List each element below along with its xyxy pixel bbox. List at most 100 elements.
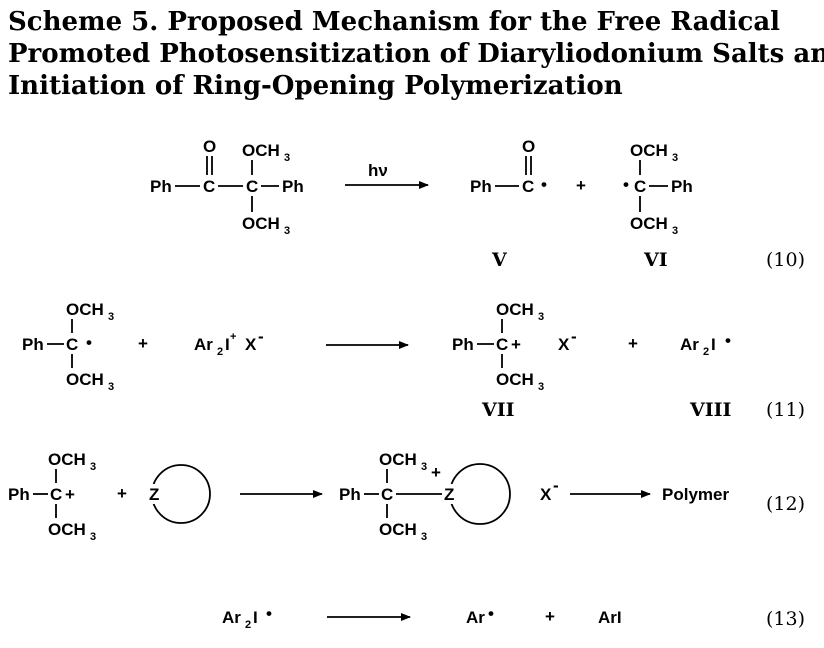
svg-text:3: 3 (284, 225, 290, 237)
reaction-12: Ph C OCH 3 OCH 3 + + Z Ph C OCH 3 + (8, 450, 805, 543)
cyclic-monomer: Z (148, 464, 211, 524)
compound-label-v: V (491, 249, 508, 271)
methoxy-top: OCH (496, 300, 534, 319)
svg-text:3: 3 (284, 152, 290, 164)
cation-charge: + (65, 485, 75, 504)
ph-label: Ph (339, 485, 361, 504)
ph-label: Ph (671, 177, 693, 196)
aryl-radical: Ar • (466, 604, 494, 627)
dimethoxybenzyl-cation: Ph C OCH 3 OCH 3 + (8, 450, 96, 543)
diaryliodine-radical: Ar 2 I • (222, 604, 272, 631)
carbonyl-oxygen: O (522, 137, 535, 156)
svg-text:I: I (711, 335, 716, 354)
svg-text:3: 3 (108, 381, 114, 393)
radical-dot: • (266, 604, 272, 623)
svg-text:-: - (553, 476, 559, 495)
plus-sign: + (138, 334, 148, 353)
methoxy-bottom: OCH (66, 370, 104, 389)
heteroatom-z: Z (444, 485, 454, 504)
counter-anion: X (540, 485, 552, 504)
carbonyl-carbon: C (522, 177, 534, 196)
equation-number-13: (13) (766, 608, 805, 630)
radical-dot: • (86, 333, 92, 352)
central-carbon: C (66, 335, 78, 354)
title-line-1: Scheme 5. Proposed Mechanism for the Fre… (8, 7, 781, 37)
plus-sign: + (628, 334, 638, 353)
equation-number-12: (12) (766, 493, 805, 515)
cation-charge: + (511, 335, 521, 354)
svg-text:I: I (253, 608, 258, 627)
acetal-carbon: C (246, 177, 258, 196)
radical-dot: • (725, 331, 731, 350)
central-carbon: C (381, 485, 393, 504)
methoxy-bottom: OCH (630, 214, 668, 233)
svg-text:2: 2 (703, 346, 709, 358)
ph-label: Ph (22, 335, 44, 354)
title-line-2: Promoted Photosensitization of Diaryliod… (8, 39, 824, 69)
oxonium-adduct: Ph C OCH 3 + OCH 3 Z (339, 450, 511, 543)
svg-text:-: - (571, 327, 577, 346)
svg-text:3: 3 (672, 225, 678, 237)
title-line-3: Initiation of Ring-Opening Polymerizatio… (8, 71, 623, 101)
methoxy-bottom: OCH (379, 520, 417, 539)
svg-text:X: X (245, 335, 257, 354)
reaction-10: Ph C O C OCH 3 OCH 3 Ph hν Ph C O • (150, 137, 805, 271)
benzoyl-radical: Ph C O • (470, 137, 547, 196)
svg-text:2: 2 (217, 346, 223, 358)
central-carbon: C (634, 177, 646, 196)
carbonyl-oxygen: O (203, 137, 216, 156)
scheme-title: Scheme 5. Proposed Mechanism for the Fre… (8, 6, 824, 102)
equation-number-10: (10) (766, 249, 805, 271)
ph-label: Ph (8, 485, 30, 504)
diaryliodine-radical: Ar 2 I • (680, 331, 731, 358)
plus-sign: + (576, 176, 586, 195)
polymer-label: Polymer (662, 485, 729, 504)
dimethoxybenzyl-radical: Ph C OCH 3 OCH 3 • (22, 300, 114, 393)
ph-label: Ph (470, 177, 492, 196)
benzoin-dimethyl-ether: Ph C O C OCH 3 OCH 3 Ph (150, 137, 304, 237)
svg-text:3: 3 (421, 531, 427, 543)
methoxy-bottom: OCH (48, 520, 86, 539)
aryl-iodide: ArI (598, 608, 622, 627)
central-carbon: C (496, 335, 508, 354)
onium-charge: + (431, 463, 441, 482)
svg-text:3: 3 (672, 152, 678, 164)
svg-text:3: 3 (90, 461, 96, 473)
svg-text:2: 2 (245, 619, 251, 631)
ph-label: Ph (150, 177, 172, 196)
svg-text:3: 3 (421, 461, 427, 473)
methoxy-bottom: OCH (242, 214, 280, 233)
svg-text:3: 3 (538, 381, 544, 393)
dimethoxybenzyl-radical: • C OCH 3 OCH 3 Ph (623, 141, 693, 237)
methoxy-bottom: OCH (496, 370, 534, 389)
equation-number-11: (11) (766, 399, 805, 421)
methoxy-top: OCH (630, 141, 668, 160)
svg-text:3: 3 (90, 531, 96, 543)
counter-anion: X (558, 335, 570, 354)
svg-text:Ar: Ar (466, 608, 485, 627)
plus-sign: + (117, 484, 127, 503)
diaryliodonium-salt: Ar 2 I + X - (194, 327, 264, 358)
reaction-13: Ar 2 I • Ar • + ArI (13) (222, 604, 805, 631)
dimethoxybenzyl-cation: Ph C OCH 3 OCH 3 + (452, 300, 544, 393)
compound-label-vii: VII (481, 399, 515, 421)
compound-label-viii: VIII (689, 399, 732, 421)
ph-label: Ph (452, 335, 474, 354)
svg-text:3: 3 (108, 311, 114, 323)
svg-text:I: I (225, 335, 230, 354)
methoxy-top: OCH (242, 141, 280, 160)
radical-dot: • (623, 175, 629, 194)
svg-text:-: - (258, 327, 264, 346)
methoxy-top: OCH (379, 450, 417, 469)
methoxy-top: OCH (48, 450, 86, 469)
ph-label: Ph (282, 177, 304, 196)
hv-label: hν (368, 161, 388, 180)
plus-sign: + (545, 607, 555, 626)
ring-outline (449, 463, 511, 525)
svg-text:3: 3 (538, 311, 544, 323)
radical-dot: • (541, 175, 547, 194)
heteroatom-z: Z (149, 485, 159, 504)
svg-text:Ar: Ar (222, 608, 241, 627)
compound-label-vi: VI (643, 249, 668, 271)
